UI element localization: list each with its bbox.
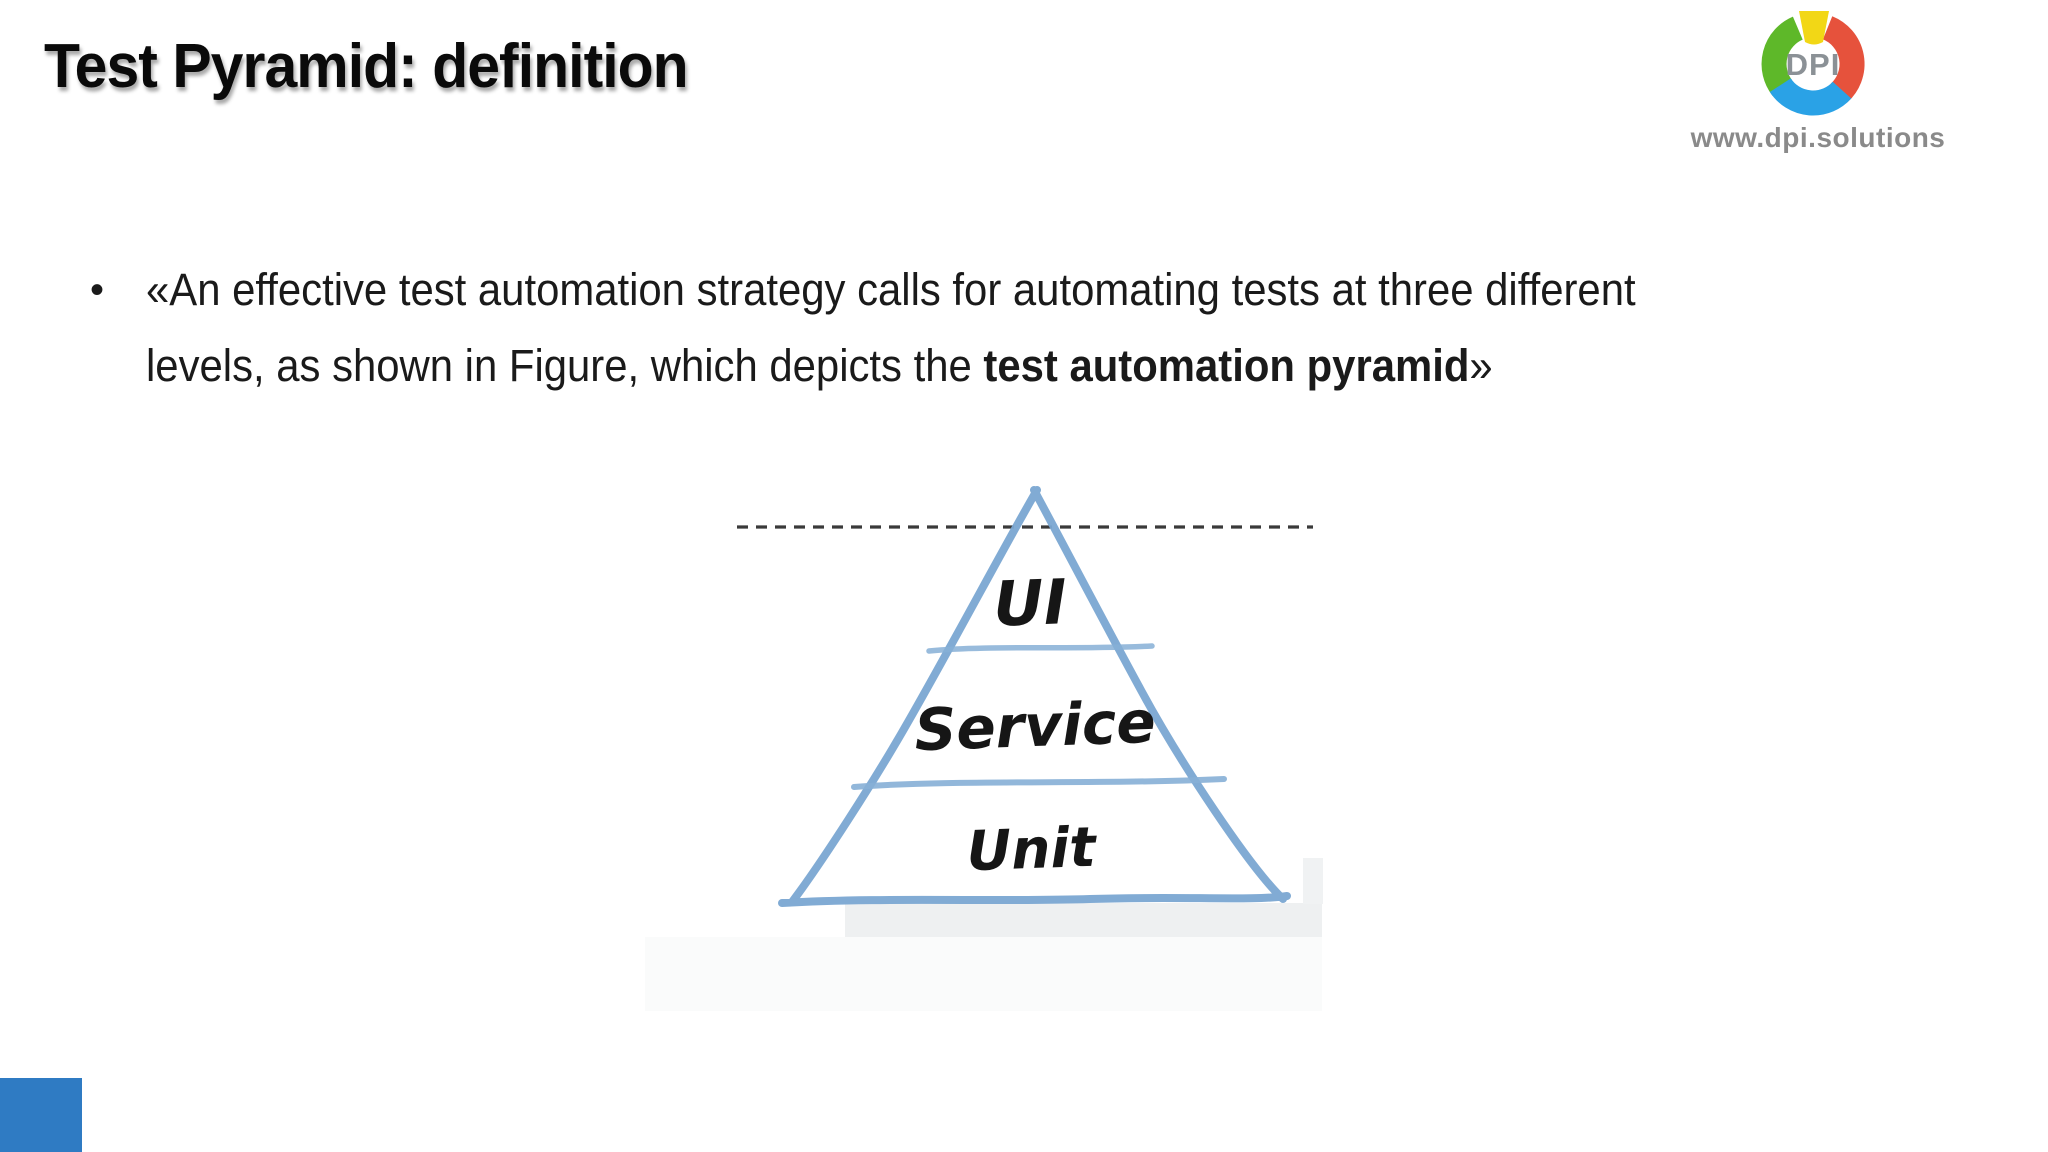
- pyramid-level-label-service: Service: [913, 687, 1157, 765]
- figure-bottom-shadow: [845, 903, 1322, 937]
- pyramid-level-label-unit: Unit: [965, 814, 1097, 884]
- bullet-line-2-closing-quote: »: [1469, 340, 1493, 391]
- logo-red-arc: [1822, 16, 1865, 103]
- logo-acronym-text: DPI: [1786, 47, 1841, 82]
- figure-background-shade: [645, 937, 1322, 1011]
- logo-blue-arc: [1769, 77, 1852, 116]
- logo-website-text: www.dpi.solutions: [1690, 122, 1946, 153]
- bullet-paragraph: «An effective test automation strategy c…: [146, 252, 1913, 404]
- pyramid-level-label-ui: UI: [992, 565, 1068, 641]
- divider-ui-service: [926, 643, 1155, 654]
- bullet-line-2-bold: test automation pyramid: [983, 340, 1470, 391]
- bullet-line-2-text: levels, as shown in Figure, which depict…: [146, 340, 984, 391]
- corner-accent-box: [0, 1078, 82, 1152]
- bullet-line-2: levels, as shown in Figure, which depict…: [146, 328, 1913, 404]
- divider-service-unit: [851, 776, 1227, 790]
- logo-green-arc: [1761, 16, 1804, 96]
- figure-right-shadow: [1303, 858, 1323, 904]
- dpi-logo: DPI: [1761, 11, 1865, 116]
- slide-title: Test Pyramid: definition: [44, 32, 689, 101]
- logo-yellow-wedge: [1799, 11, 1829, 45]
- bullet-line-1: «An effective test automation strategy c…: [146, 264, 1636, 315]
- bullet-marker: •: [90, 268, 105, 312]
